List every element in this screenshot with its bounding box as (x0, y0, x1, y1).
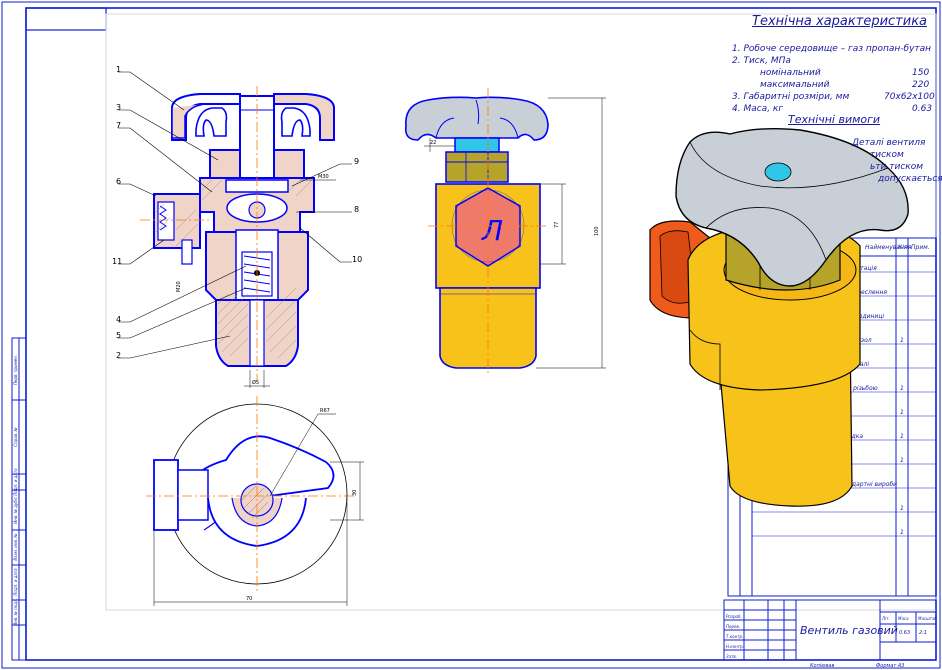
tech-line-1: 1. Робоче середовище – газ пропан-бутан (732, 44, 932, 54)
leader-10: 10 (352, 255, 362, 264)
spec-row-qty: 1 (900, 385, 904, 392)
spec-header-name: Найменування (865, 244, 912, 251)
spec-row-name: ментація (848, 265, 877, 272)
leader-3: 3 (116, 103, 121, 112)
left-strip-label: Перв. примен. (13, 355, 18, 385)
left-strip-label: Подп. и дата (13, 468, 18, 496)
dim-30: 30 (352, 490, 358, 496)
spec-row-name: з різьбою (848, 385, 878, 392)
leader-8: 8 (354, 205, 359, 214)
tb-format: Формат А3 (876, 663, 904, 669)
tb-row-5: Затв. (726, 654, 737, 659)
front-view: Л 77 100 22 (404, 88, 606, 376)
dim-77: 77 (554, 222, 560, 228)
left-strip-label: Справ. № (13, 427, 18, 446)
title-block-frame (723, 599, 937, 661)
tech-title: Технічна характеристика (752, 14, 928, 29)
spec-header-note: Прим. (911, 244, 930, 251)
leader-4: 4 (116, 315, 121, 324)
tb-row-3: Т.контр. (726, 634, 743, 639)
dim-radius: R67 (320, 408, 330, 414)
tech-line-3: номінальний (760, 68, 821, 78)
tb-row-2: Перев. (726, 624, 740, 629)
left-strip-label: Инв. № дубл. (13, 496, 18, 523)
tb-mass-value: 0.63 (899, 630, 910, 636)
corner-stamp (25, 7, 107, 31)
tech-value-1: 150 (912, 68, 930, 78)
marker-letter: Л (481, 214, 503, 247)
tb-scale-value: 2:1 (919, 630, 927, 636)
top-view: 70 30 R67 (146, 396, 364, 606)
spec-row-qty: 1 (900, 433, 904, 440)
left-strip (11, 337, 27, 661)
spec-row-qty: 1 (900, 505, 904, 512)
left-strip-label: Взам. инв. № (13, 533, 18, 560)
spec-header-qty: Кіл. (898, 244, 910, 251)
left-strip-label: Инв. № подл. (13, 598, 18, 626)
tech-value-4: 0.63 (912, 104, 933, 114)
reqs-line-1: Деталі вентиля (852, 138, 926, 148)
tech-value-2: 220 (912, 80, 930, 90)
tb-row-4: Н.контр. (726, 644, 744, 649)
leader-6: 6 (116, 177, 121, 186)
spec-row-name: ндартні вироби (848, 481, 897, 488)
title-name: Вентиль газовий (800, 624, 898, 637)
iso-model (649, 127, 909, 507)
leader-9: 9 (354, 157, 359, 166)
section-view: 1 3 7 6 11 4 5 2 9 8 10 М30 М20 Ø5 (112, 65, 362, 388)
spec-row-qty: 1 (900, 409, 904, 416)
tech-line-5: 3. Габаритні розміри, мм (732, 92, 850, 102)
reqs-title: Технічні вимоги (788, 113, 881, 126)
tb-head-scale: Масштаб (918, 616, 938, 621)
leader-5: 5 (116, 331, 121, 340)
thread-label-2: М20 (176, 281, 182, 292)
spec-row-qty: 1 (900, 337, 904, 344)
spec-row-qty: 1 (900, 457, 904, 464)
reqs-line-4: допускається (878, 174, 942, 184)
tb-copied: Копіював (810, 663, 834, 669)
dim-100: 100 (594, 226, 600, 236)
leader-1: 1 (116, 65, 121, 74)
tech-line-6: 4. Маса, кг (732, 104, 784, 114)
reqs-line-2: тиском (870, 150, 904, 160)
dim-small: Ø5 (252, 379, 259, 386)
tech-line-2: 2. Тиск, МПа (732, 56, 791, 66)
spec-row-name: ові одиниці (848, 313, 884, 320)
dim-70: 70 (246, 596, 252, 602)
reqs-line-3: ьти тиском (870, 162, 924, 172)
spec-row-qty: 1 (900, 529, 904, 536)
dim-22: 22 (430, 140, 436, 146)
thread-label: М30 (318, 174, 329, 180)
leader-7: 7 (116, 121, 121, 130)
tb-head-mass: Маса (898, 616, 909, 621)
spec-row-name: ядка (848, 433, 863, 440)
tb-row-1: Розроб. (726, 614, 742, 619)
tech-value-3: 70x62x100 (884, 92, 935, 102)
tech-line-4: максимальний (760, 80, 830, 90)
leader-2: 2 (116, 351, 121, 360)
tb-head-lit: Літ. (881, 616, 890, 621)
spec-row-name: а креслення (848, 289, 887, 296)
leader-11: 11 (112, 257, 122, 266)
left-strip-label: Подп. и дата (13, 568, 18, 596)
